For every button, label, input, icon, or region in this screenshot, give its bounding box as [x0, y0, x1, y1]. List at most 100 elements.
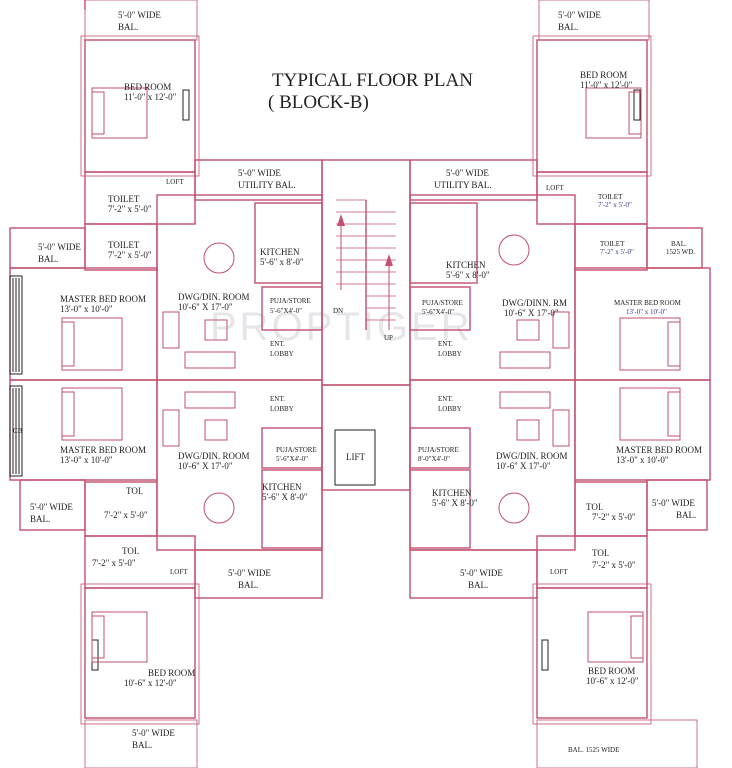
br-loft: LOFT	[550, 568, 568, 576]
tl-bed-dim: 11'-0" x 12'-0"	[124, 92, 177, 102]
br-bal: BAL. 1525 WIDE	[568, 746, 619, 754]
br-dwg-dim: 10'-6" X 17'-0"	[496, 461, 551, 471]
bl-bal-name: BAL.	[132, 740, 152, 750]
tl-lobby-1: ENT.	[270, 340, 285, 348]
bl-toi2-dim: 7'-2" x 5'-0"	[92, 558, 136, 568]
br-toi1-name: TOI.	[586, 502, 603, 512]
bl-util-name: BAL.	[238, 580, 258, 590]
tl-loft: LOFT	[166, 178, 184, 186]
tr-bed-name: BED ROOM	[580, 70, 627, 80]
tr-puja-name: PUJA/STORE	[422, 299, 463, 307]
tl-toilet1-name: TOILET	[108, 194, 140, 204]
tl-lobby-2: LOBBY	[270, 350, 294, 358]
tr-kitchen-name: KITCHEN	[446, 260, 486, 270]
plan-title: TYPICAL FLOOR PLAN	[272, 70, 473, 91]
bl-toi2-name: TOI.	[122, 546, 139, 556]
tr-toilet1-name: TOILET	[598, 193, 623, 201]
bl-toi1-dim: 7'-2" x 5'-0"	[104, 510, 148, 520]
bl-cb: CB	[13, 427, 23, 435]
stair-up-label: UP	[384, 334, 393, 342]
tl-puja-dim: 5'-6"X4'-0"	[270, 307, 302, 315]
tl-toilet1-dim: 7'-2" x 5'-0"	[108, 204, 152, 214]
br-bed-name: BED ROOM	[588, 666, 635, 676]
br-kitchen-name: KITCHEN	[432, 488, 472, 498]
br-bal2-name: BAL.	[676, 510, 696, 520]
br-util-name: BAL.	[468, 580, 488, 590]
tr-bal2-name: BAL.	[671, 240, 687, 248]
tr-loft: LOFT	[546, 184, 564, 192]
br-master-name: MASTER BED ROOM	[616, 445, 702, 455]
br-toi2-name: TOI.	[592, 548, 609, 558]
tr-bal2-dim: 1525 WD.	[666, 248, 695, 256]
tl-bal-dim: 5'-0" WIDE	[118, 10, 161, 20]
stairs	[336, 199, 396, 330]
tr-dwg-dim: 10'-6" X 17'-0"	[504, 308, 559, 318]
bl-toi1-name: TOI.	[126, 486, 143, 496]
bl-master-name: MASTER BED ROOM	[60, 445, 146, 455]
bl-master-dim: 13'-0" x 10'-0"	[60, 455, 113, 465]
tr-master-name: MASTER BED ROOM	[614, 299, 682, 307]
tl-toilet2-name: TOILET	[108, 240, 140, 250]
br-bal2-dim: 5'-0" WIDE	[652, 498, 695, 508]
bl-bal-dim: 5'-0" WIDE	[132, 728, 175, 738]
tr-toilet2-name: TOILET	[600, 240, 625, 248]
bl-util-dim: 5'-0" WIDE	[228, 568, 271, 578]
tr-kitchen-dim: 5'-6" x 8'-0"	[446, 270, 490, 280]
bl-kitchen-dim: 5'-6" X 8'-0"	[262, 492, 308, 502]
room-labels: 5'-0" WIDE BAL. BED ROOM 11'-0" x 12'-0"…	[13, 10, 702, 754]
tl-toilet2-dim: 7'-2" x 5'-0"	[108, 250, 152, 260]
bl-bal2-name: BAL.	[30, 514, 50, 524]
bl-loft: LOFT	[170, 568, 188, 576]
tl-bal2-dim: 5'-0" WIDE	[38, 242, 81, 252]
tl-bed-name: BED ROOM	[124, 82, 171, 92]
furniture	[61, 87, 681, 663]
bl-dwg-dim: 10'-6" X 17'-0"	[178, 461, 233, 471]
bl-kitchen-name: KITCHEN	[262, 482, 302, 492]
tl-bal2-name: BAL.	[38, 254, 58, 264]
bl-lobby-1: ENT.	[270, 395, 285, 403]
tl-dwg-dim: 10'-6" X 17'-0"	[178, 302, 233, 312]
br-util-dim: 5'-0" WIDE	[460, 568, 503, 578]
tl-puja-name: PUJA/STORE	[270, 297, 311, 305]
tr-bal-dim: 5'-0" WIDE	[558, 10, 601, 20]
tr-bal-name: BAL.	[558, 22, 578, 32]
tl-dwg-name: DWG/DIN. ROOM	[178, 292, 250, 302]
bl-bed-name: BED ROOM	[148, 668, 195, 678]
tr-lobby-2: LOBBY	[438, 350, 462, 358]
tr-master-dim: 13'-0" x 10'-0"	[626, 308, 667, 316]
tr-util-name: UTILITY BAL.	[434, 180, 492, 190]
br-master-dim: 13'-0" x 10'-0"	[616, 455, 669, 465]
balcony-railings	[9, 89, 641, 671]
bl-lobby-2: LOBBY	[270, 405, 294, 413]
br-lobby-2: LOBBY	[438, 405, 462, 413]
tl-kitchen-dim: 5'-6" x 8'-0"	[260, 257, 304, 267]
br-bed-dim: 10'-6" x 12'-0"	[586, 676, 639, 686]
tl-util-dim: 5'-0" WIDE	[238, 168, 281, 178]
br-toi2-dim: 7'-2" x 5'-0"	[592, 560, 636, 570]
bl-bal2-dim: 5'-0" WIDE	[30, 502, 73, 512]
br-kitchen-dim: 5'-6" X 8'-0"	[432, 498, 478, 508]
tr-puja-dim: 5'-6"X4'-0"	[422, 308, 454, 316]
tr-dwg-name: DWG/DINN. RM	[502, 298, 567, 308]
br-toi1-dim: 7'-2" x 5'-0"	[592, 512, 636, 522]
br-puja-dim: 8'-0"X4'-0"	[418, 455, 450, 463]
tr-toilet2-dim: 7'-2" x 5'-0"	[600, 248, 634, 256]
tl-kitchen-name: KITCHEN	[260, 247, 300, 257]
plan-subtitle: ( BLOCK-B)	[268, 92, 369, 113]
tr-util-dim: 5'-0" WIDE	[446, 168, 489, 178]
walls	[9, 0, 711, 768]
br-puja-name: PUJA/STORE	[418, 446, 459, 454]
stair-down-label: DN	[333, 307, 343, 315]
br-lobby-1: ENT.	[438, 395, 453, 403]
tl-util-name: UTILITY BAL.	[238, 180, 296, 190]
tr-toilet1-dim: 7'-2" x 5'-0"	[598, 201, 632, 209]
br-dwg-name: DWG/DIN. ROOM	[496, 451, 568, 461]
tr-lobby-1: ENT.	[438, 340, 453, 348]
bl-puja-name: PUJA/STORE	[276, 446, 317, 454]
watermark: PROPTIGER	[210, 305, 473, 349]
lift-label: LIFT	[346, 452, 366, 462]
bl-puja-dim: 5'-6"X4'-0"	[276, 455, 308, 463]
bl-bed-dim: 10'-6" x 12'-0"	[124, 678, 177, 688]
bl-dwg-name: DWG/DIN. ROOM	[178, 451, 250, 461]
